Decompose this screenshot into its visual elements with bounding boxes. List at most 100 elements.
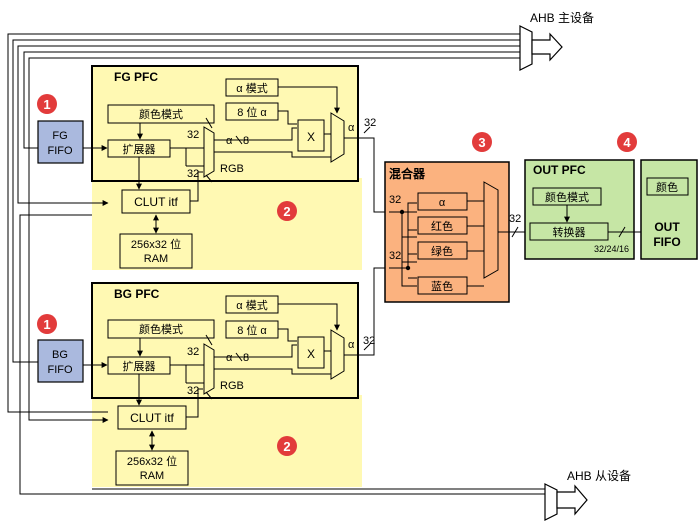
svg-text:1: 1 — [43, 317, 50, 332]
fg-rgb: RGB — [220, 163, 244, 175]
svg-text:4: 4 — [623, 135, 631, 150]
fg-clut-marker: 2 — [277, 201, 297, 221]
bg-clut-label: CLUT itf — [130, 411, 174, 425]
mixer-bus-in-bot: 32 — [389, 250, 401, 262]
svg-text:1: 1 — [43, 97, 50, 112]
mixer-green-label: 绿色 — [431, 244, 453, 258]
bg-mux — [330, 329, 345, 380]
out-color-mode-label: 颜色模式 — [545, 190, 589, 204]
ahb-slave-lines — [19, 214, 545, 495]
fg-pfc-title: FG PFC — [114, 70, 158, 84]
fg-ram — [119, 233, 193, 269]
fg-bus-32-bot: 32 — [187, 168, 199, 180]
fg-ram-line2: RAM — [144, 253, 168, 265]
mixer-marker: 3 — [472, 132, 492, 152]
out-fifo-line2: FIFO — [653, 235, 680, 249]
fg-out-bus: 32 — [364, 117, 376, 129]
fg-color-mode — [107, 104, 215, 124]
mixer-red-label: 红色 — [431, 219, 453, 233]
fg-alpha-mode-label: α 模式 — [236, 82, 267, 95]
converter-to-fifo-tick — [618, 226, 626, 238]
mixer-alpha-block — [417, 192, 468, 211]
fg-clut-label: CLUT itf — [134, 195, 178, 209]
fg-alpha-b: α — [348, 122, 355, 134]
bg-fifo-line1: BG — [52, 349, 68, 361]
bg-ram-line1: 256x32 位 — [127, 454, 177, 468]
fg-bus-8: 8 — [243, 135, 249, 147]
fg-clut-to-rgb-mux — [190, 171, 203, 202]
out-converter-label: 转换器 — [553, 225, 586, 239]
ahb-master-label: AHB 主设备 — [530, 11, 594, 25]
fg-alpha-a: α — [226, 135, 233, 147]
out-fifo-line1: OUT — [654, 220, 680, 234]
bg-internal-wires — [170, 303, 358, 400]
mixer-bus-out: 32 — [509, 213, 521, 225]
pfc-to-mixer-wires — [358, 126, 389, 356]
fg-ram-line1: 256x32 位 — [131, 237, 181, 251]
bg-bus-8: 8 — [243, 352, 249, 364]
bg-ram — [115, 450, 189, 486]
bg-bus-32-bot: 32 — [187, 385, 199, 397]
bg-out-bus: 32 — [363, 335, 375, 347]
fg-multiplier — [297, 119, 325, 152]
bg-clut-to-rgb-mux — [186, 388, 203, 418]
out-pfc-panel — [524, 159, 635, 260]
bg-rgb: RGB — [220, 380, 244, 392]
mixer-blue-label: 蓝色 — [431, 279, 453, 293]
mixer-green-block — [417, 241, 468, 260]
out-fifo-color — [646, 177, 689, 196]
bg-fifo-marker: 1 — [37, 314, 57, 334]
mixer-output-mux — [483, 181, 499, 279]
bg-color-mode — [107, 319, 215, 339]
svg-text:3: 3 — [478, 135, 485, 150]
mixer-blue-block — [417, 276, 468, 295]
ahb-slave-arrow — [544, 483, 588, 521]
bg-fifo-line2: FIFO — [47, 364, 72, 376]
svg-text:2: 2 — [283, 439, 290, 454]
fg-fifo-line2: FIFO — [47, 145, 72, 157]
bg-expander-label: 扩展器 — [123, 359, 156, 373]
bg-color-mode-label: 颜色模式 — [139, 322, 183, 336]
fg-fifo-line1: FG — [52, 130, 67, 142]
mixer-internal-wires — [389, 200, 530, 287]
mixer-junction-bot — [405, 265, 411, 271]
out-pfc-title: OUT PFC — [533, 163, 586, 177]
fg-internal-wires — [170, 86, 358, 183]
out-pfc-marker: 4 — [617, 132, 637, 152]
bg-ram-line2: RAM — [140, 470, 164, 482]
mixer-bus-in-top: 32 — [389, 194, 401, 206]
fg-expander-label: 扩展器 — [123, 142, 156, 156]
fg-color-mode-label: 颜色模式 — [139, 107, 183, 121]
bg-pfc-title: BG PFC — [114, 287, 160, 301]
bg-alpha-mode-label: α 模式 — [236, 299, 267, 312]
bg-multiplier — [297, 336, 325, 369]
fg-bus-32-top: 32 — [187, 129, 199, 141]
mixer-red-block — [417, 216, 468, 235]
bg-clut-marker: 2 — [277, 436, 297, 456]
fg-mux — [330, 112, 345, 163]
fg-rgb-mux — [203, 126, 215, 178]
out-fifo-panel — [640, 159, 698, 260]
bg-bus-32-top: 32 — [187, 346, 199, 358]
fg-multiplier-label: X — [307, 130, 315, 144]
ahb-master-lines — [7, 33, 520, 423]
svg-text:2: 2 — [283, 204, 290, 219]
bg-rgb-mux — [203, 343, 215, 395]
bg-fifo — [37, 339, 84, 383]
ahb-master-arrow — [519, 25, 563, 71]
mixer-junction-top — [399, 209, 405, 215]
bg-alpha-a: α — [226, 352, 233, 364]
out-fifo-color-label: 颜色 — [656, 180, 678, 194]
out-bits: 32/24/16 — [594, 244, 629, 254]
mixer-alpha-label: α — [439, 197, 446, 209]
mixer-title: 混合器 — [389, 166, 426, 181]
bg-alpha-8bit-label: 8 位 α — [237, 323, 267, 337]
bg-alpha-b: α — [348, 339, 355, 351]
fg-fifo-marker: 1 — [37, 94, 57, 114]
fg-alpha-8bit-label: 8 位 α — [237, 105, 267, 119]
fg-fifo — [37, 120, 84, 164]
bg-multiplier-label: X — [307, 347, 315, 361]
ahb-slave-label: AHB 从设备 — [567, 469, 631, 483]
